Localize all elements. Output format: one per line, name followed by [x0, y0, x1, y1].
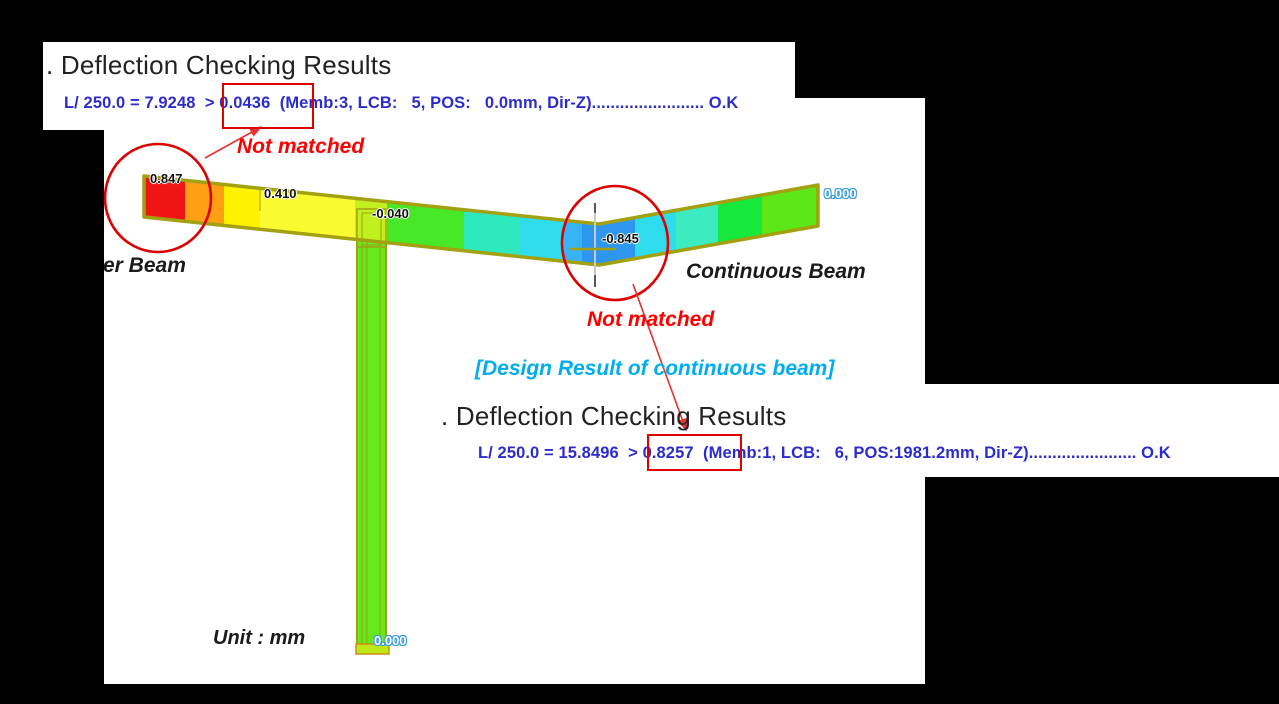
mask-top-band [0, 0, 1279, 42]
beam-band [224, 184, 260, 230]
beam-band [564, 220, 582, 264]
beam-band [519, 215, 564, 262]
cantilever-beam-label: er Beam [103, 254, 186, 277]
highlight-circle-valley [560, 184, 670, 302]
beam-band [185, 180, 224, 226]
beam-column-joint [356, 208, 387, 248]
mask-right-box-upper [925, 42, 1279, 384]
value-left-span: 0.410 [264, 186, 297, 201]
column-base-plate [355, 643, 390, 655]
section2-heading: . Deflection Checking Results [441, 401, 787, 431]
mask-left-bar [0, 42, 43, 130]
mask-right-box-lower [925, 477, 1279, 704]
callout-arrow-mid [632, 283, 687, 432]
beam-contour-bands [144, 176, 818, 265]
highlight-box-value1 [222, 83, 314, 129]
highlight-circle-cantilever [103, 142, 213, 254]
beam-band [464, 209, 519, 257]
design-result-context-label: [Design Result of continuous beam] [475, 357, 835, 380]
valley-node-marker [569, 203, 616, 287]
mask-right-extension [795, 42, 925, 98]
beam-band [599, 217, 635, 265]
beam-outline [142, 174, 820, 267]
beam-band [676, 202, 718, 252]
unit-label: Unit : mm [213, 627, 306, 649]
beam-band [582, 222, 599, 265]
not-matched-label-top: Not matched [237, 135, 365, 158]
beam-band [762, 185, 818, 236]
callout-arrow-top [204, 126, 263, 159]
value-cantilever-tip: 0.847 [150, 171, 183, 186]
section2-result-line: L/ 250.0 = 15.8496 > 0.8257 (Memb:1, LCB… [478, 444, 1171, 462]
beam-band [718, 194, 762, 244]
value-column-base: 0.000 [374, 633, 407, 648]
continuous-beam-label: Continuous Beam [686, 260, 866, 283]
beam-band [387, 201, 464, 251]
support-column [355, 237, 390, 655]
value-right-end: 0.000 [824, 186, 857, 201]
highlight-box-value2 [647, 434, 742, 471]
value-support: -0.040 [372, 206, 409, 221]
section1-heading: . Deflection Checking Results [46, 50, 392, 80]
section1-result-line: L/ 250.0 = 7.9248 > 0.0436 (Memb:3, LCB:… [64, 94, 739, 112]
mask-left-region [0, 130, 104, 704]
beam-band [144, 176, 185, 222]
beam-band [260, 188, 355, 240]
not-matched-label-mid: Not matched [587, 308, 715, 331]
value-mid-span: -0.845 [602, 231, 639, 246]
